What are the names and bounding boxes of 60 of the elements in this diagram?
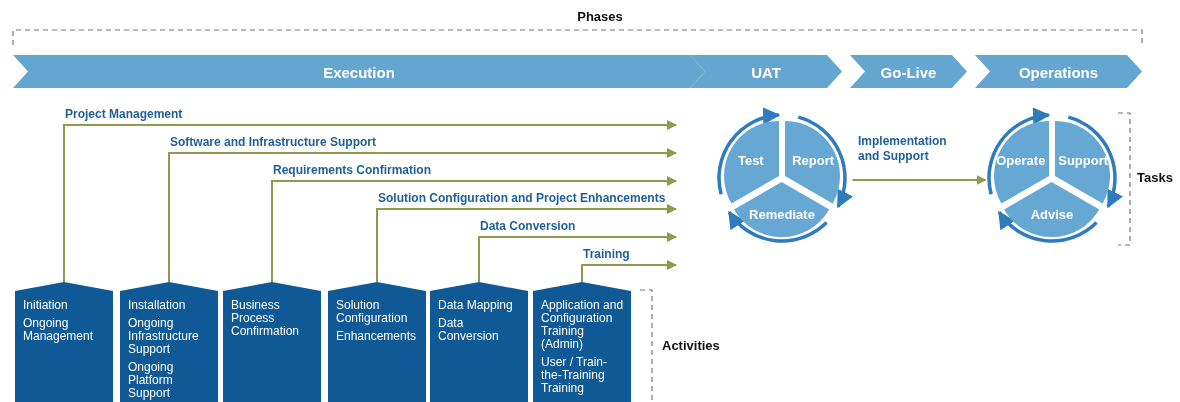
activity-text: Installation bbox=[128, 299, 187, 312]
arrow bbox=[987, 108, 1051, 195]
cycle-segment bbox=[1004, 182, 1100, 237]
arrow bbox=[478, 232, 677, 283]
edge-label: Requirements Confirmation bbox=[273, 163, 431, 178]
activity-text: Business Process Confirmation bbox=[231, 299, 301, 338]
activity-text: Solution Configuration bbox=[336, 299, 409, 325]
phase-name: Operations bbox=[1018, 63, 1099, 80]
segment-label: Report bbox=[792, 152, 835, 168]
edge-label: Implementation and Support bbox=[858, 134, 948, 164]
section-label: Tasks bbox=[1137, 170, 1173, 185]
arrow bbox=[376, 204, 677, 283]
arrow bbox=[727, 210, 828, 243]
section-label: Activities bbox=[662, 338, 720, 353]
edge-label: Software and Infrastructure Support bbox=[170, 135, 377, 150]
activity-text: Ongoing Platform Support bbox=[128, 361, 175, 400]
section-label: Phases bbox=[577, 9, 623, 24]
activity-box bbox=[533, 282, 631, 402]
edge-label: Solution Configuration and Project Enhancements bbox=[378, 191, 666, 206]
segment-label: Support bbox=[1058, 152, 1109, 168]
activity-box bbox=[223, 282, 321, 402]
activity-text: Data Mapping bbox=[438, 299, 514, 312]
phase-name: UAT bbox=[751, 63, 781, 80]
activity-text: Initiation bbox=[23, 299, 69, 312]
segment-label: Remediate bbox=[749, 206, 815, 222]
activity-text: Data Conversion bbox=[438, 317, 500, 343]
edge-label: Data Conversion bbox=[480, 219, 576, 234]
arrow bbox=[997, 210, 1098, 243]
segment-label: Test bbox=[737, 152, 764, 168]
activity-text: Ongoing Management bbox=[23, 317, 95, 343]
arrow bbox=[797, 115, 853, 209]
activity-text: Enhancements bbox=[336, 330, 418, 343]
activity-text: Application and Configuration Training (Admin) bbox=[541, 299, 625, 351]
arrow bbox=[851, 175, 987, 185]
activity-box bbox=[120, 282, 218, 402]
arrow bbox=[581, 260, 677, 283]
cycle-segment bbox=[723, 121, 779, 204]
edge-label: Training bbox=[583, 247, 630, 262]
arrow bbox=[271, 176, 677, 283]
arrow bbox=[717, 108, 781, 195]
arrow bbox=[63, 120, 677, 283]
activity-box bbox=[430, 282, 528, 402]
activity-text: Ongoing Infrastructure Support bbox=[128, 317, 200, 356]
cycle-segment bbox=[1055, 121, 1111, 204]
phase-name: Go-Live bbox=[880, 63, 937, 80]
cycle-segment bbox=[785, 121, 841, 204]
activity-box bbox=[15, 282, 113, 402]
phase-band bbox=[690, 55, 842, 88]
segment-label: Advise bbox=[1030, 206, 1074, 222]
phase-band bbox=[850, 55, 967, 88]
arrow bbox=[1067, 115, 1123, 209]
activity-box bbox=[328, 282, 426, 402]
phase-name: Execution bbox=[323, 63, 395, 80]
cycle-segment bbox=[993, 121, 1049, 204]
arrow bbox=[168, 148, 677, 283]
segment-label: Operate bbox=[996, 152, 1046, 168]
activity-text: User / Train-the-Training Training bbox=[541, 356, 608, 395]
edge-label: Project Management bbox=[65, 107, 183, 122]
phase-band bbox=[975, 55, 1142, 88]
cycle-segment bbox=[734, 182, 830, 237]
